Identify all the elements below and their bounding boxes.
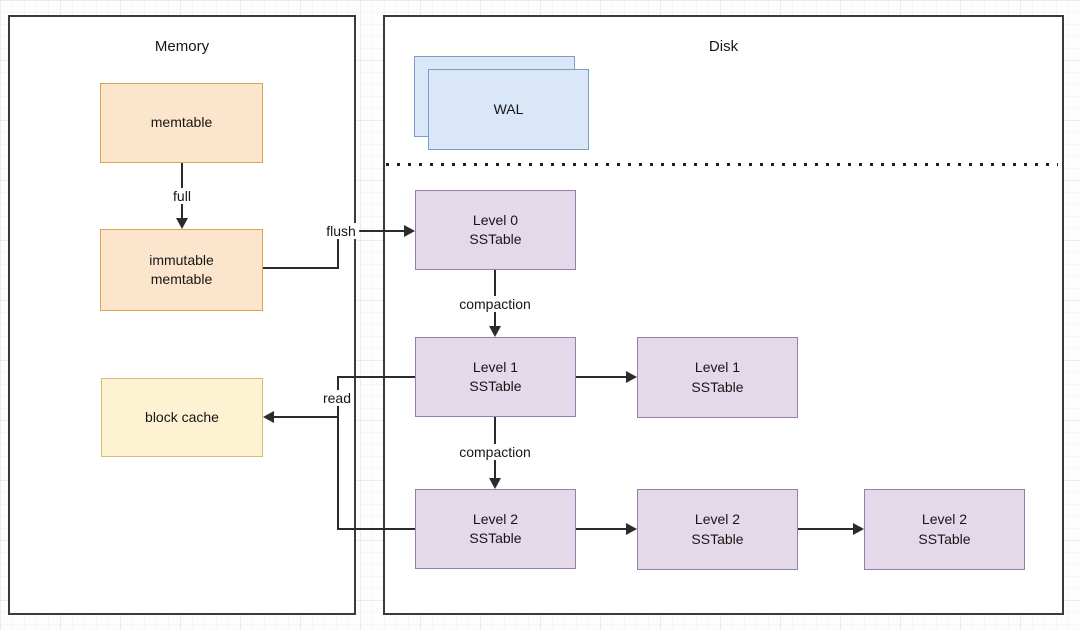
read-line-vertical bbox=[337, 376, 339, 530]
read-line-from-level1 bbox=[339, 376, 415, 378]
compaction-arrowhead-1-2-icon bbox=[489, 478, 501, 489]
memory-title: Memory bbox=[154, 38, 210, 55]
level2-link-arrowhead-2-icon bbox=[853, 523, 864, 535]
memtable-node: memtable bbox=[100, 83, 263, 163]
read-line-from-level2 bbox=[339, 528, 415, 530]
level2-sstable-node-2: Level 2 SSTable bbox=[637, 489, 798, 570]
read-label: read bbox=[319, 390, 355, 406]
full-arrowhead-icon bbox=[176, 218, 188, 229]
level2-link-line-2 bbox=[798, 528, 854, 530]
level0-sstable-node: Level 0 SSTable bbox=[415, 190, 576, 270]
flush-arrowhead-icon bbox=[404, 225, 415, 237]
full-label: full bbox=[170, 188, 194, 204]
compaction-arrowhead-0-1-icon bbox=[489, 326, 501, 337]
level2-link-arrowhead-1-icon bbox=[626, 523, 637, 535]
compaction-label-0-1: compaction bbox=[456, 296, 534, 312]
wal-node: WAL bbox=[428, 69, 589, 150]
level2-link-line-1 bbox=[576, 528, 627, 530]
level1-link-line bbox=[576, 376, 627, 378]
flush-label: flush bbox=[323, 223, 359, 239]
flush-line-seg1 bbox=[263, 267, 338, 269]
immutable-memtable-node: immutable memtable bbox=[100, 229, 263, 311]
level1-link-arrowhead-icon bbox=[626, 371, 637, 383]
disk-title: Disk bbox=[708, 38, 739, 55]
level1-sstable-node-2: Level 1 SSTable bbox=[637, 337, 798, 418]
read-line-to-cache bbox=[273, 416, 337, 418]
read-arrowhead-icon bbox=[263, 411, 274, 423]
level2-sstable-node-1: Level 2 SSTable bbox=[415, 489, 576, 569]
flush-line-seg2 bbox=[337, 231, 339, 269]
level1-sstable-node-1: Level 1 SSTable bbox=[415, 337, 576, 417]
flush-line-seg3 bbox=[338, 230, 405, 232]
wal-divider-dotted-line bbox=[386, 163, 1058, 166]
compaction-label-1-2: compaction bbox=[456, 444, 534, 460]
level2-sstable-node-3: Level 2 SSTable bbox=[864, 489, 1025, 570]
block-cache-node: block cache bbox=[101, 378, 263, 457]
